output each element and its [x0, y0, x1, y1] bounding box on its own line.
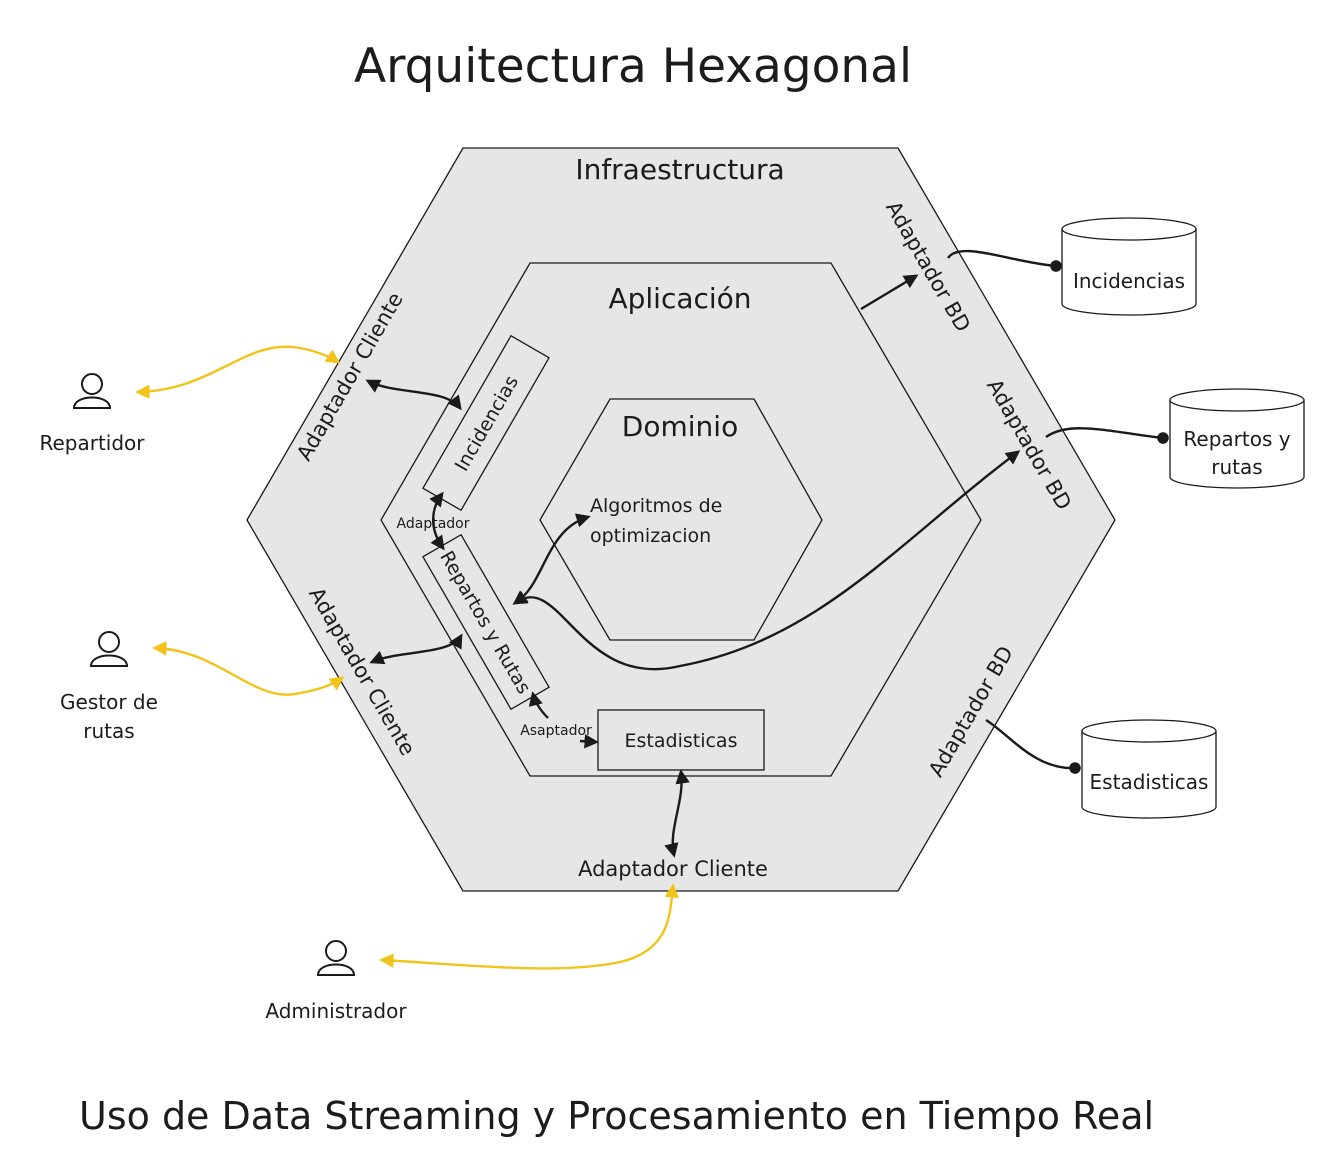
edge-bd-incidencias-db [947, 249, 1062, 272]
db-incidencias-label: Incidencias [1073, 269, 1185, 293]
edge-app-bd-incidencias [860, 274, 919, 311]
actor-gestor-label-line1: Gestor de [60, 690, 158, 714]
asaptador-small-label: Asaptador [520, 723, 592, 739]
actor-repartidor-label: Repartidor [39, 431, 145, 455]
db-repartos-rutas-line2: rutas [1211, 455, 1262, 479]
footer-subtitle: Uso de Data Streaming y Procesamiento en… [79, 1094, 1154, 1138]
db-incidencias[interactable]: Incidencias [1061, 217, 1197, 316]
db-estadisticas[interactable]: Estadisticas [1081, 719, 1217, 819]
edge-repartos-bd [512, 450, 1021, 671]
edge-administrador-cliente [379, 883, 679, 970]
actor-administrador[interactable]: Administrador [265, 940, 407, 1023]
user-icon [89, 631, 129, 667]
user-icon [316, 940, 356, 976]
edge-incidencias-repartos [429, 491, 445, 551]
edge-estadisticas-cliente [664, 769, 690, 858]
component-estadisticas[interactable]: Estadisticas [597, 709, 765, 771]
edge-asaptador-estadisticas [579, 734, 599, 749]
edge-repartidor-cliente [135, 345, 341, 399]
adapter-cliente-bottom: Adaptador Cliente [578, 857, 768, 881]
db-estadisticas-label: Estadisticas [1090, 770, 1209, 794]
actor-gestor-rutas[interactable]: Gestor de rutas [60, 631, 158, 743]
domain-label: Dominio [622, 410, 738, 443]
edge-bd-repartos-db [1045, 427, 1169, 444]
db-repartos-rutas[interactable]: Repartos y rutas [1169, 388, 1305, 489]
component-estadisticas-label: Estadisticas [625, 730, 738, 752]
diagram-title: Arquitectura Hexagonal [354, 39, 912, 94]
user-icon [72, 373, 112, 409]
edge-bd-estadisticas-db [985, 718, 1081, 774]
edge-gestor-cliente [152, 641, 345, 696]
edge-cliente-incidencias [365, 379, 462, 411]
actor-repartidor[interactable]: Repartidor [39, 373, 145, 455]
actor-gestor-label-line2: rutas [83, 719, 134, 743]
db-repartos-rutas-line1: Repartos y [1183, 427, 1290, 451]
application-label: Aplicación [608, 282, 751, 315]
domain-algorithms-line2: optimizacion [590, 525, 711, 547]
actor-administrador-label: Administrador [265, 999, 407, 1023]
edge-cliente-repartos [369, 633, 463, 665]
edge-repartos-estadisticas [528, 691, 549, 719]
infrastructure-label: Infraestructura [575, 153, 784, 186]
domain-algorithms-line1: Algoritmos de [590, 495, 722, 517]
